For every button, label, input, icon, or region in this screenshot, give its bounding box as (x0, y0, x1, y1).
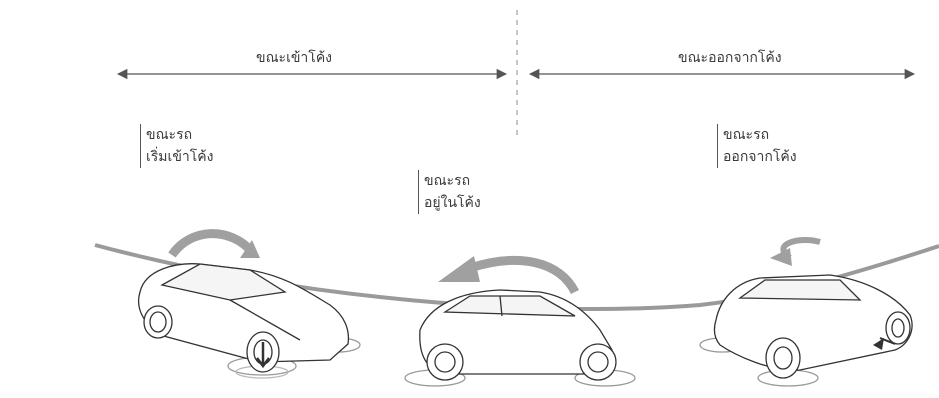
stage-label-entering-line2: เริ่มเข้าโค้ง (146, 149, 214, 165)
stage-label-exiting-line1: ขณะรถ (723, 127, 770, 143)
car-exiting (699, 274, 913, 387)
stage-label-entering: ขณะรถ เริ่มเข้าโค้ง (140, 124, 213, 168)
exiting-phase-label: ขณะออกจากโค้ง (672, 48, 788, 68)
roll-arrowhead (438, 256, 480, 282)
pitch-arrowhead-1 (240, 240, 260, 258)
car-entering (137, 263, 361, 379)
stage-label-in-corner-line2: อยู่ในโค้ง (424, 195, 481, 211)
stage-label-exiting: ขณะรถ ออกจากโค้ง (717, 124, 797, 168)
entering-phase-label: ขณะเข้าโค้ง (250, 48, 339, 68)
roll-arrow (468, 255, 580, 295)
stage-label-exiting-line2: ออกจากโค้ง (723, 149, 797, 165)
pitch-arrow-front-down (168, 229, 256, 258)
stage-label-entering-line1: ขณะรถ (146, 127, 193, 143)
yaw-arrowhead (770, 248, 792, 266)
rear-movement-arrowhead (873, 338, 884, 350)
car-in-corner (404, 289, 636, 387)
stage-label-in-corner: ขณะรถ อยู่ในโค้ง (418, 170, 481, 214)
stage-label-in-corner-line1: ขณะรถ (424, 173, 471, 189)
